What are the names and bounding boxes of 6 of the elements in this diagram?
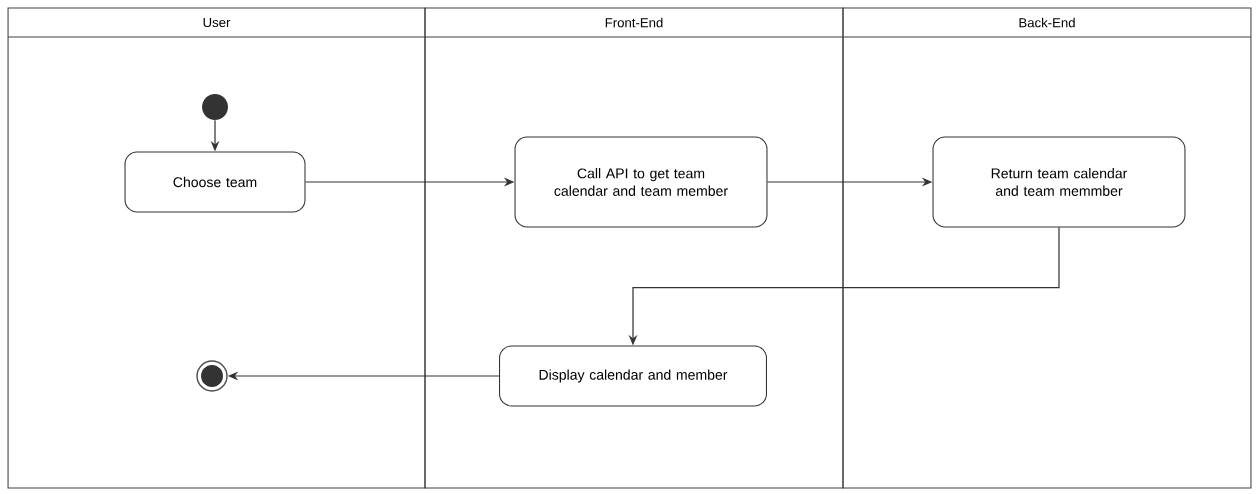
activity-box: Display calendar and member xyxy=(499,345,767,407)
end-node xyxy=(196,360,228,392)
activity-box: Choose team xyxy=(124,151,306,213)
activity-box: Return team calendar and team memmber xyxy=(932,136,1186,228)
start-node xyxy=(202,94,228,120)
activity-box: Call API to get team calendar and team member xyxy=(514,136,768,228)
